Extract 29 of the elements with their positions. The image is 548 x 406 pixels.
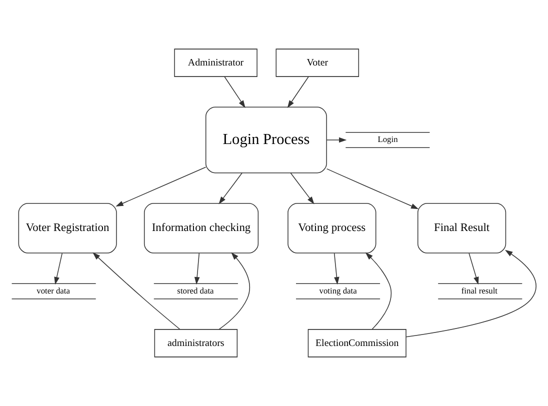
arrow [92, 252, 180, 330]
arrow [334, 252, 340, 285]
arrow [365, 252, 392, 330]
arrow [218, 252, 250, 330]
arrow [54, 252, 63, 285]
arrow [290, 172, 314, 204]
node-box: Voter Registration [18, 203, 117, 254]
node-box: Information checking [144, 203, 259, 254]
arrow [406, 250, 536, 338]
arrow [287, 76, 309, 108]
node-box: Final Result [417, 203, 506, 254]
arrow [326, 137, 347, 143]
node-text: voter data [36, 286, 70, 296]
node-box: Voter [276, 48, 360, 77]
node-box: Voting process [288, 203, 376, 254]
node-text: stored data [177, 286, 214, 296]
node-text: voting data [319, 286, 357, 296]
arrow [468, 252, 479, 285]
arrow [326, 168, 419, 210]
node-text: final result [461, 286, 498, 296]
arrow [224, 76, 246, 108]
node-box: Login Process [205, 106, 327, 174]
node-box: Administrator [174, 48, 258, 77]
node-box: administrators [154, 329, 238, 358]
arrow [116, 166, 206, 206]
arrow [194, 252, 200, 285]
node-box: ElectionCommission [308, 329, 406, 358]
node-text: Login [378, 135, 398, 144]
arrow [218, 172, 242, 204]
